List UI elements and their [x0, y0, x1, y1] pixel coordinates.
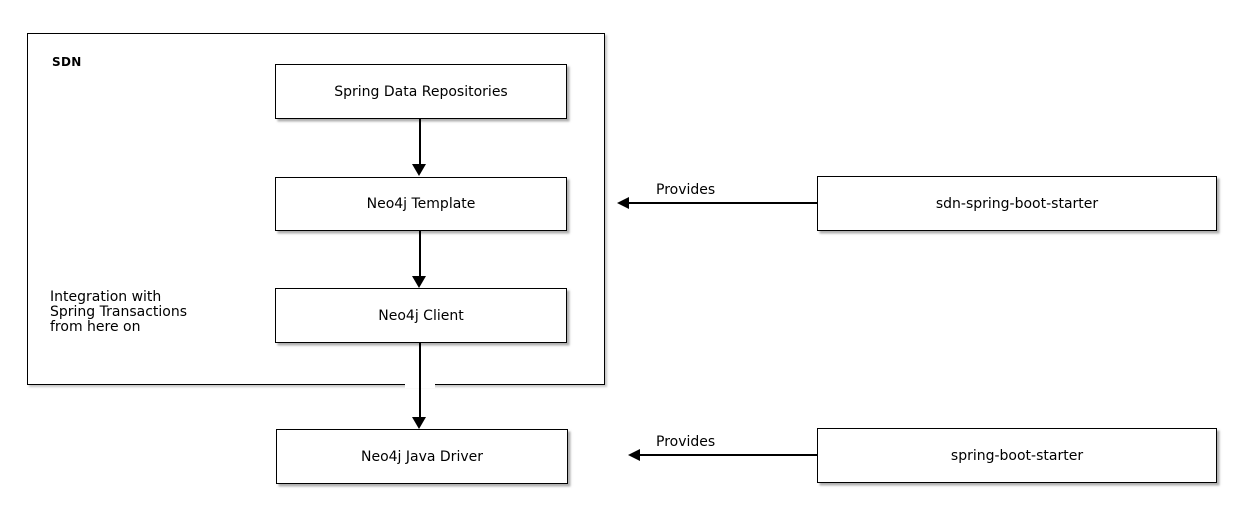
- node-label: Spring Data Repositories: [334, 83, 508, 100]
- arrowhead-down-icon: [412, 276, 426, 288]
- arrowhead-left-icon: [617, 197, 629, 209]
- arrow-repositories-to-template-line: [419, 118, 421, 165]
- node-label: sdn-spring-boot-starter: [935, 195, 1099, 212]
- arrow-boot-starter-provides-line: [640, 454, 817, 456]
- node-spring-boot-starter: spring-boot-starter: [817, 428, 1217, 483]
- node-label: Neo4j Java Driver: [360, 448, 483, 465]
- node-label: Neo4j Template: [366, 196, 476, 212]
- node-neo4j-client: Neo4j Client: [275, 288, 567, 343]
- arrow-sdn-starter-provides-line: [629, 202, 817, 204]
- arrowhead-down-icon: [412, 417, 426, 429]
- integration-note: Integration with Spring Transactions fro…: [50, 289, 188, 335]
- provides-label-top: Provides: [656, 182, 716, 198]
- provides-label-bottom: Provides: [656, 434, 716, 450]
- node-neo4j-java-driver: Neo4j Java Driver: [276, 429, 568, 484]
- node-label: spring-boot-starter: [950, 447, 1084, 464]
- sdn-container-label: SDN: [52, 55, 82, 69]
- node-sdn-spring-boot-starter: sdn-spring-boot-starter: [817, 176, 1217, 231]
- node-spring-data-repositories: Spring Data Repositories: [275, 64, 567, 119]
- arrow-client-to-driver-line: [419, 342, 421, 418]
- arrow-template-to-client-line: [419, 231, 421, 277]
- arrowhead-left-icon: [628, 449, 640, 461]
- node-neo4j-template: Neo4j Template: [275, 177, 567, 231]
- node-label: Neo4j Client: [378, 307, 464, 324]
- arrowhead-down-icon: [412, 164, 426, 176]
